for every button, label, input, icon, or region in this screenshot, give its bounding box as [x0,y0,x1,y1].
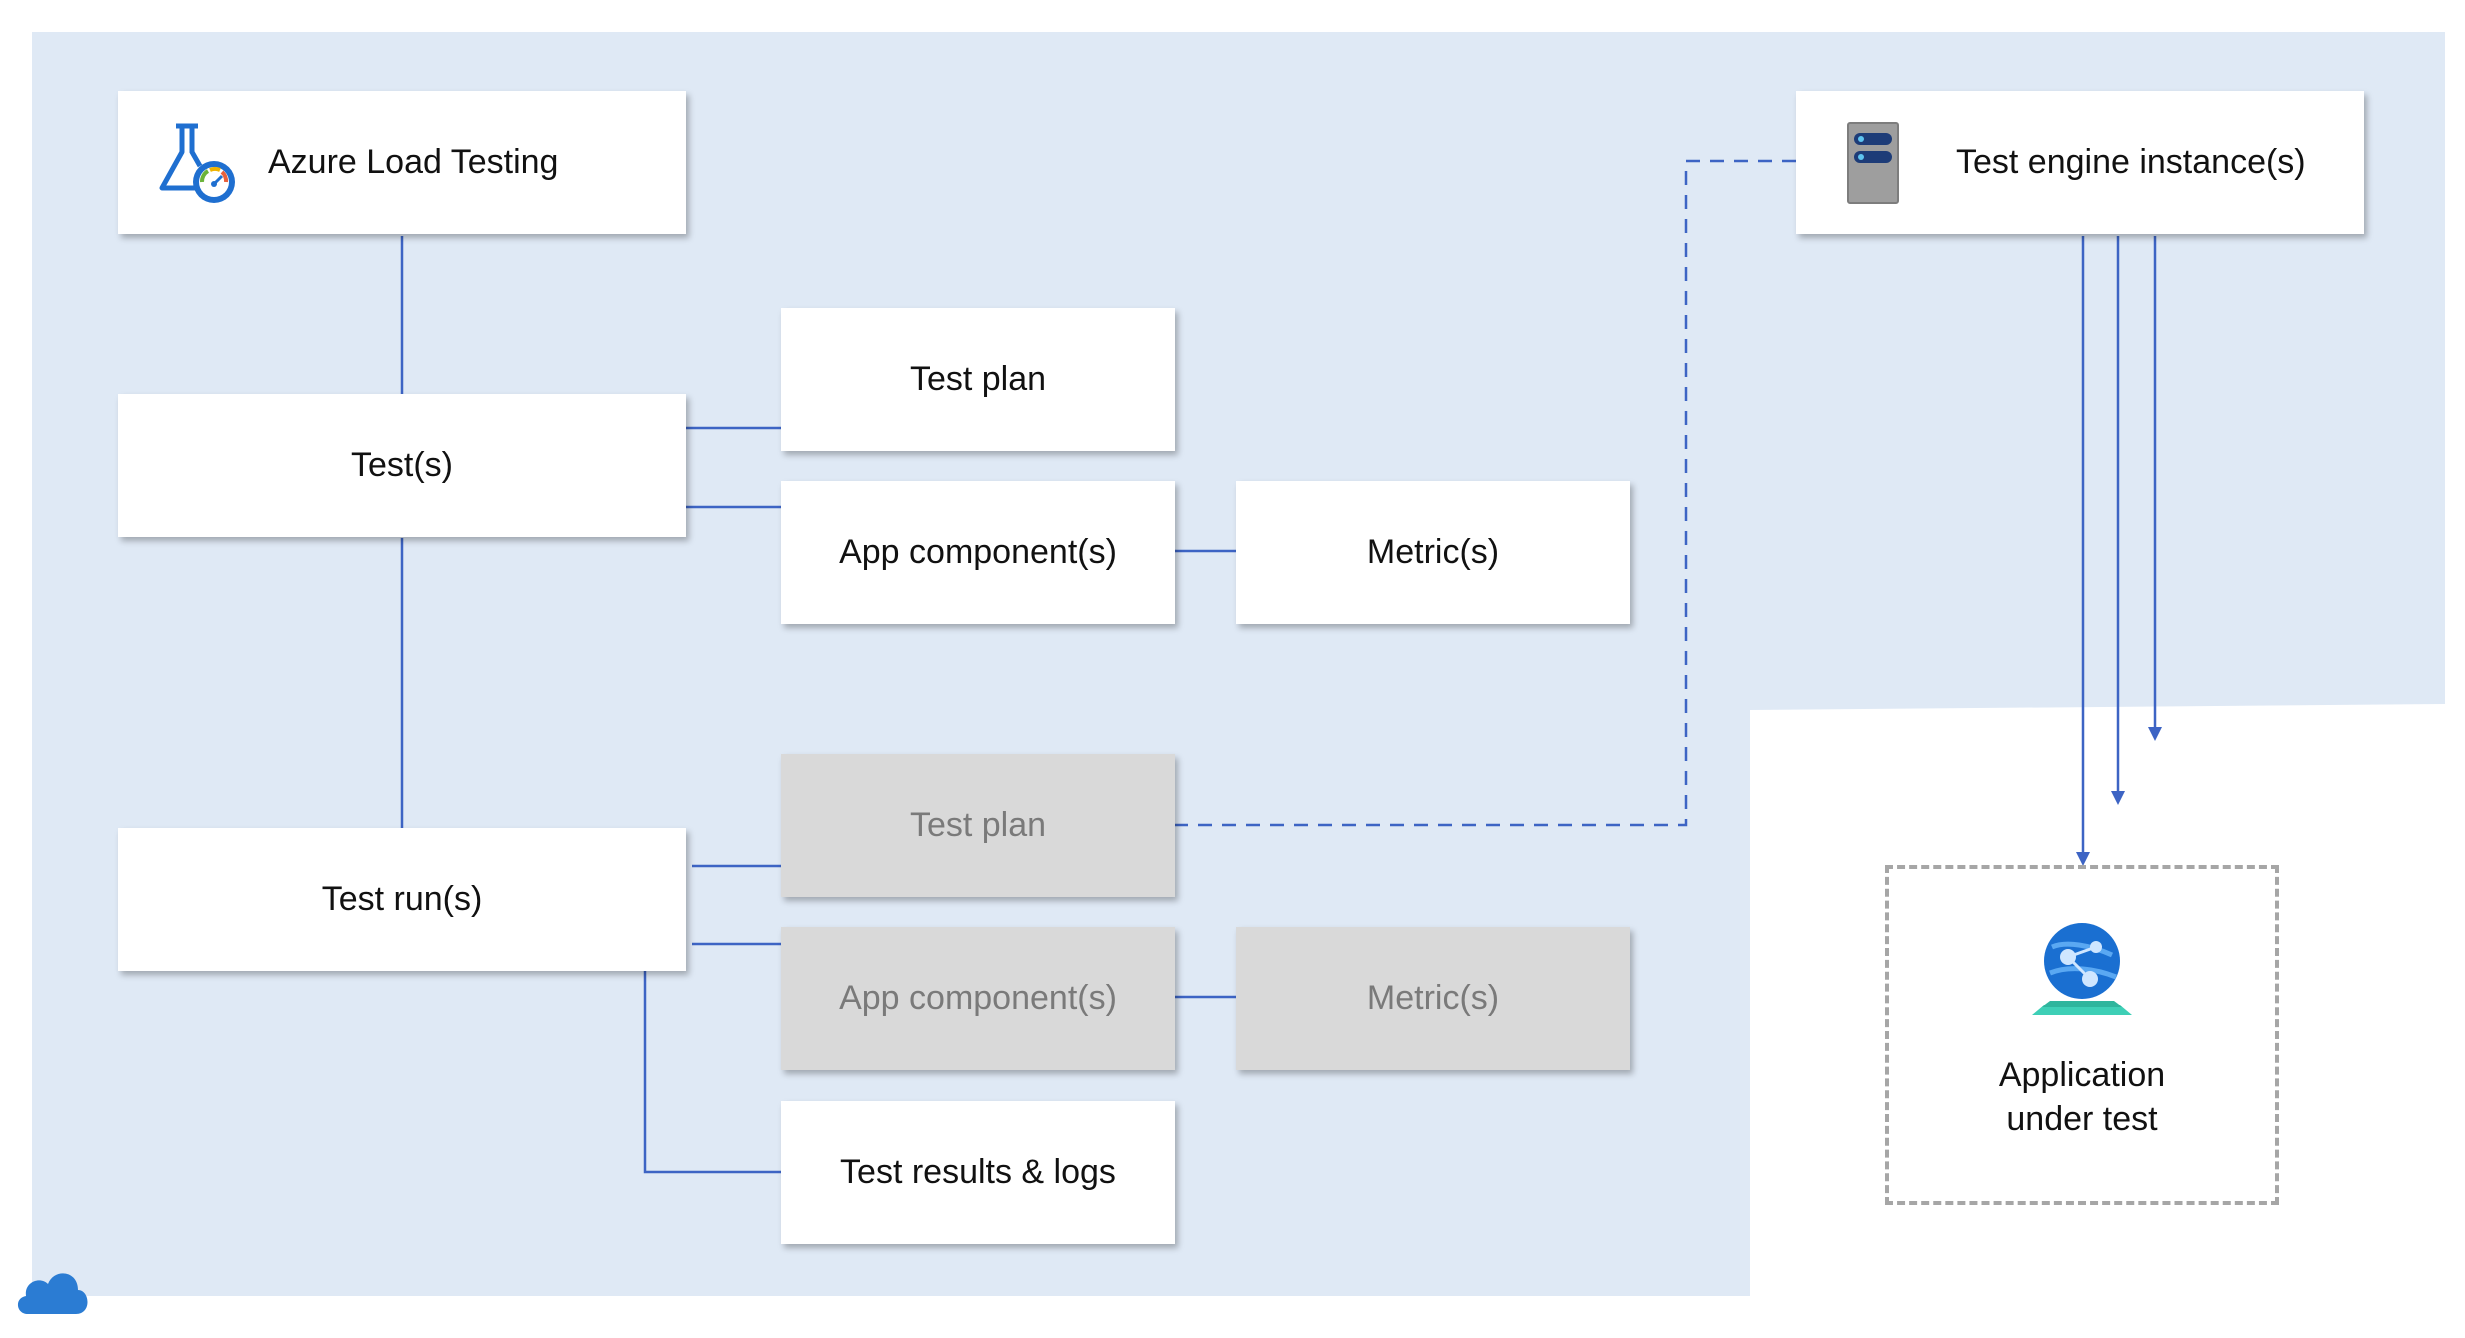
tests-label: Test(s) [351,446,453,484]
run-test-plan-node: Test plan [781,754,1175,897]
arrowhead-2 [2111,791,2125,805]
app-components-node: App component(s) [781,481,1175,624]
server-icon [1847,121,1899,204]
test-results-logs-node: Test results & logs [781,1101,1175,1244]
arrowhead-1 [2076,852,2090,866]
azure-load-testing-node: Azure Load Testing [118,91,686,234]
metrics-label: Metric(s) [1366,533,1500,571]
test-runs-label: Test run(s) [321,880,483,918]
run-metrics-node: Metric(s) [1236,927,1630,1070]
flask-gauge-icon [159,123,235,203]
application-under-test-label: Application under test [1999,1053,2165,1141]
azure-load-testing-label: Azure Load Testing [268,143,559,181]
test-results-logs-label: Test results & logs [840,1153,1116,1191]
app-components-label: App component(s) [839,533,1117,571]
run-app-components-label: App component(s) [839,979,1117,1017]
application-under-test-line1: Application [1998,1056,2166,1094]
run-metrics-label: Metric(s) [1366,979,1500,1017]
run-test-plan-label: Test plan [909,806,1047,844]
tests-node: Test(s) [118,394,686,537]
azure-region-background [32,32,2445,1296]
connector-runs-to-results [643,970,781,1174]
test-plan-node: Test plan [781,308,1175,451]
arrowhead-3 [2148,727,2162,741]
run-app-components-node: App component(s) [781,927,1175,1070]
globe-web-app-icon [2032,923,2132,1015]
cloud-icon [17,1273,88,1314]
test-runs-node: Test run(s) [118,828,686,971]
application-under-test-line2: under test [2006,1100,2158,1138]
connector-engine-to-runplan [1175,159,1796,827]
test-plan-label: Test plan [909,360,1047,398]
test-engine-instances-node: Test engine instance(s) [1796,91,2364,234]
metrics-node: Metric(s) [1236,481,1630,624]
test-engine-instances-label: Test engine instance(s) [1956,143,2306,181]
application-under-test-node: Application under test [1885,865,2279,1205]
